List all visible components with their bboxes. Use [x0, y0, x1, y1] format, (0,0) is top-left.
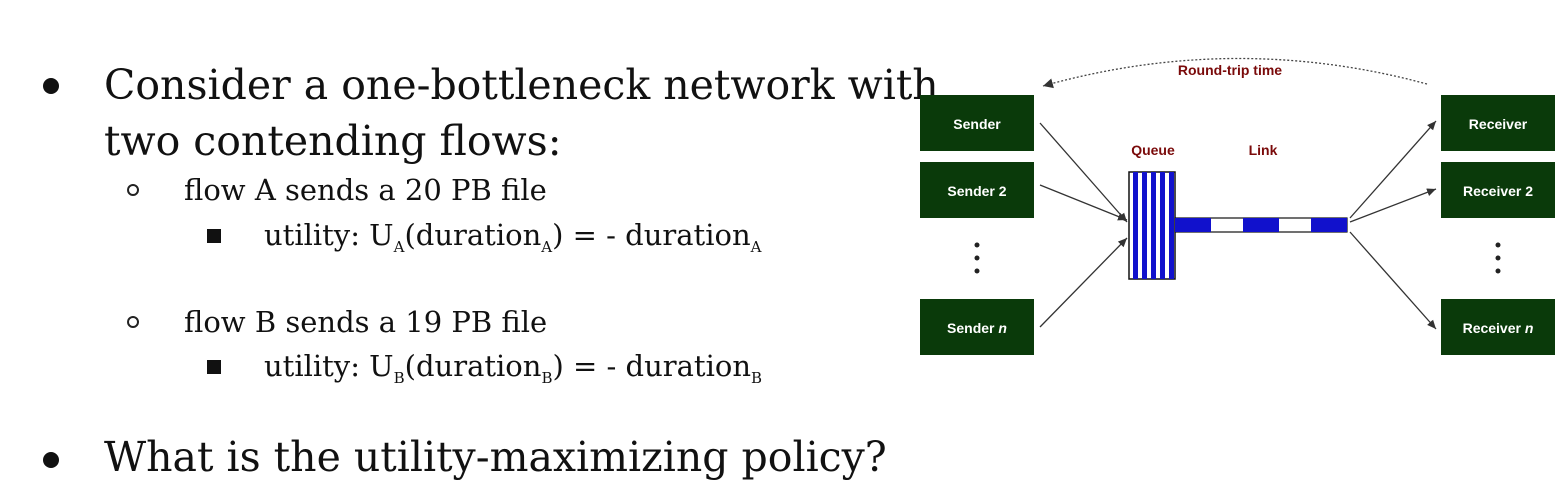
link [1174, 217, 1348, 233]
rtt-arc [1042, 57, 1428, 89]
receiver-n-box: Receiver n [1441, 299, 1555, 355]
arrow-sender-1 [1039, 122, 1128, 223]
queue-label: Queue [1131, 142, 1175, 158]
question-line-1: Consider a one-bottleneck network with [104, 61, 939, 109]
receiver-ellipsis [1495, 242, 1501, 274]
bullet-list: Consider a one-bottleneck network with t… [43, 61, 939, 481]
sender-ellipsis [974, 242, 980, 274]
svg-text:Sender 2: Sender 2 [947, 183, 1006, 199]
svg-text:Receiver 2: Receiver 2 [1463, 183, 1533, 199]
sender-2-box: Sender 2 [920, 162, 1034, 218]
flow-a-text: flow A sends a 20 PB file [184, 173, 547, 207]
svg-text:Receiver: Receiver [1469, 116, 1528, 132]
arrow-sender-n [1039, 237, 1128, 328]
flow-b-text: flow B sends a 19 PB file [184, 305, 548, 339]
arrow-receiver-n [1349, 231, 1437, 330]
link-label: Link [1249, 142, 1278, 158]
rtt-label: Round-trip time [1178, 62, 1282, 78]
question-2: What is the utility-maximizing policy? [104, 433, 887, 481]
sub-bullet-circle [127, 184, 139, 196]
svg-text:Receiver n: Receiver n [1463, 320, 1534, 336]
network-diagram: Round-trip time Sender Sender 2 Sender n… [905, 50, 1560, 370]
queue [1128, 171, 1176, 280]
arrow-receiver-2 [1349, 188, 1437, 223]
sender-1-box: Sender [920, 95, 1034, 151]
svg-text:Sender n: Sender n [947, 320, 1007, 336]
sub-sub-bullet-square [207, 360, 221, 374]
utility-b-formula: utility: UB(durationB) = - durationB [264, 349, 763, 387]
arrow-sender-2 [1039, 184, 1128, 221]
utility-a-formula: utility: UA(durationA) = - durationA [264, 218, 762, 256]
arrow-receiver-1 [1349, 120, 1437, 219]
bullet-dot [43, 452, 59, 468]
receiver-2-box: Receiver 2 [1441, 162, 1555, 218]
receiver-1-box: Receiver [1441, 95, 1555, 151]
bullet-dot [43, 78, 59, 94]
sub-bullet-circle [127, 316, 139, 328]
question-line-2: two contending flows: [104, 117, 562, 165]
sender-n-box: Sender n [920, 299, 1034, 355]
svg-text:Sender: Sender [953, 116, 1001, 132]
sub-sub-bullet-square [207, 229, 221, 243]
